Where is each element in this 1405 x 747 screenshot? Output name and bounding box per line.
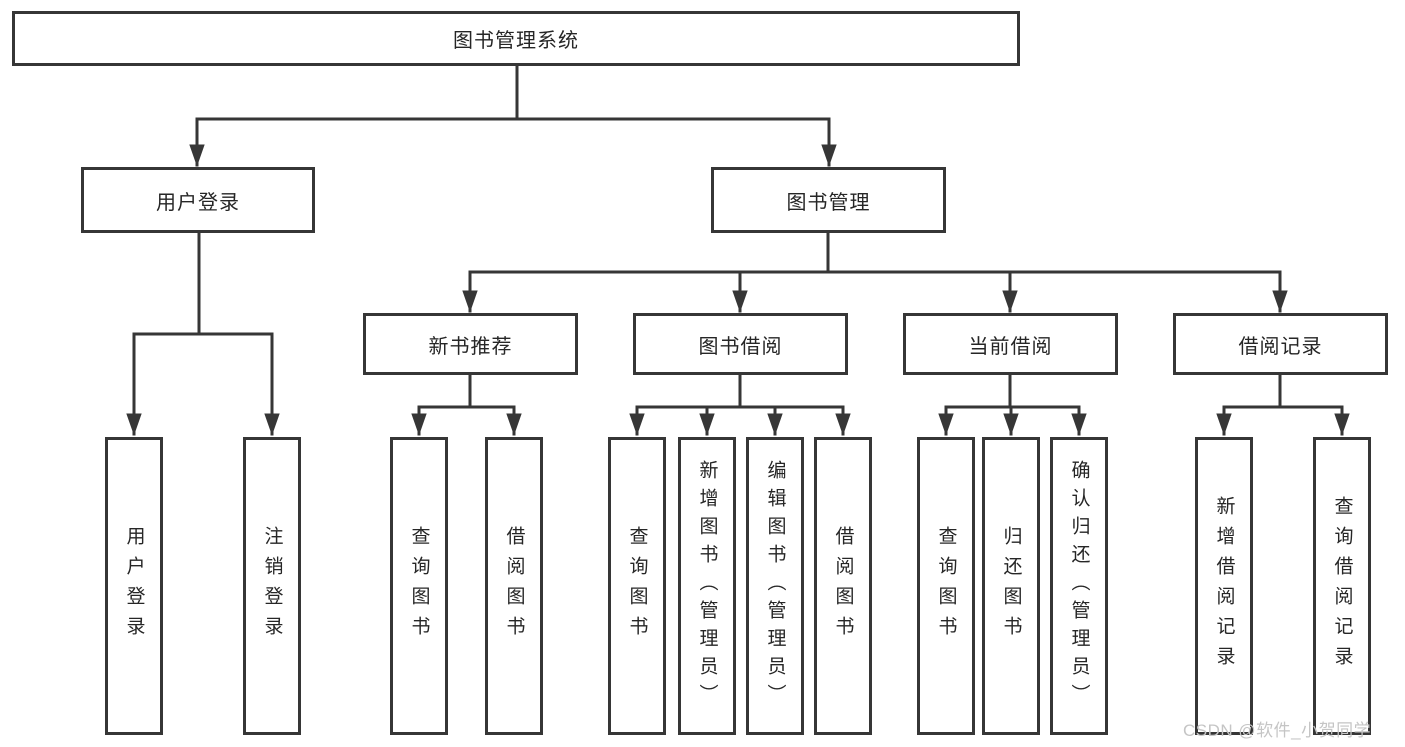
leaf-label: 注销登录 (261, 526, 283, 646)
node-label: 用户登录 (156, 191, 240, 214)
leaf-label: 新增借阅记录 (1213, 496, 1235, 676)
leaf-label: 借阅图书 (832, 526, 854, 646)
leaf-cur-return-books: 归还图书 (982, 437, 1040, 735)
node-label: 图书管理 (786, 191, 871, 214)
leaf-cur-confirm-return-admin: 确认归还（管理员） (1050, 437, 1108, 735)
leaf-label: 新增图书（管理员） (696, 460, 718, 712)
leaf-label: 用户登录 (123, 526, 145, 646)
leaf-rec-query-books: 查询图书 (390, 437, 448, 735)
node-borrowing-records: 借阅记录 (1173, 313, 1388, 375)
node-label: 新书推荐 (428, 335, 513, 358)
node-new-book-recommendation: 新书推荐 (363, 313, 578, 375)
leaf-label: 归还图书 (1000, 526, 1022, 646)
leaf-label: 查询图书 (408, 526, 430, 646)
node-label: 图书借阅 (698, 335, 783, 358)
leaf-label: 查询借阅记录 (1331, 496, 1353, 676)
node-library-management-system: 图书管理系统 (12, 11, 1020, 66)
node-book-borrowing: 图书借阅 (633, 313, 848, 375)
leaf-label: 借阅图书 (503, 526, 525, 646)
leaf-label: 查询图书 (935, 526, 957, 646)
leaf-logout: 注销登录 (243, 437, 301, 735)
leaf-rec-borrow-books: 借阅图书 (485, 437, 543, 735)
leaf-user-login: 用户登录 (105, 437, 163, 735)
leaf-bor-add-books-admin: 新增图书（管理员） (678, 437, 736, 735)
node-current-borrowing: 当前借阅 (903, 313, 1118, 375)
leaf-label: 确认归还（管理员） (1068, 460, 1090, 712)
leaf-label: 查询图书 (626, 526, 648, 646)
leaf-hist-query-record: 查询借阅记录 (1313, 437, 1371, 735)
leaf-label: 编辑图书（管理员） (764, 460, 786, 712)
leaf-bor-query-books: 查询图书 (608, 437, 666, 735)
node-book-management: 图书管理 (711, 167, 946, 233)
node-user-login: 用户登录 (81, 167, 315, 233)
leaf-bor-edit-books-admin: 编辑图书（管理员） (746, 437, 804, 735)
leaf-cur-query-books: 查询图书 (917, 437, 975, 735)
leaf-bor-borrow-books: 借阅图书 (814, 437, 872, 735)
node-label: 当前借阅 (968, 335, 1053, 358)
node-label: 借阅记录 (1238, 335, 1323, 358)
node-label: 图书管理系统 (453, 30, 579, 52)
csdn-watermark: CSDN @软件_小贺同学 (1183, 721, 1372, 740)
leaf-hist-add-record: 新增借阅记录 (1195, 437, 1253, 735)
